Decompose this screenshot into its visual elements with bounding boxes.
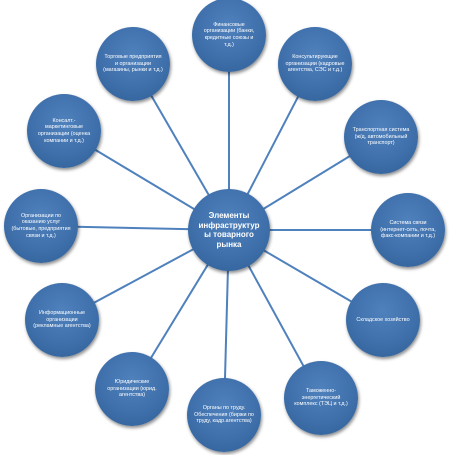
element-label: Таможенно-энергетический комплекс (ТЭЦ и…	[294, 388, 348, 408]
element-node-legal: Юридические организации (юрид. агентства…	[95, 352, 169, 426]
element-label: Информационные организации (рекламные аг…	[33, 310, 91, 330]
element-label: Консалт.-маркетинговые организации (оцен…	[37, 117, 91, 144]
center-node: Элементы инфраструктуры товарного рынка	[188, 189, 270, 271]
element-node-customs-energy: Таможенно-энергетический комплекс (ТЭЦ и…	[284, 361, 358, 435]
element-node-labor: Органы по труду. Обеспечения (биржи по т…	[187, 378, 261, 452]
element-node-warehousing: Складское хозяйство	[346, 283, 420, 357]
element-label: Транспортная система (ж/д, автомобильный…	[352, 127, 410, 147]
element-node-transport: Транспортная система (ж/д, автомобильный…	[344, 100, 418, 174]
element-node-finance: Финансовые организации (банки, кредитные…	[192, 0, 266, 72]
element-node-information: Информационные организации (рекламные аг…	[25, 283, 99, 357]
element-label: Складское хозяйство	[356, 316, 410, 323]
element-node-services: Организации по оказанию услуг (бытовые, …	[4, 189, 78, 263]
element-label: Консультирующие организации (кадровые аг…	[285, 54, 345, 74]
element-label: Юридические организации (юрид. агентства…	[107, 379, 157, 399]
element-label: Торговые предприятия и организации (мага…	[103, 54, 163, 74]
element-label: Финансовые организации (банки, кредитные…	[203, 21, 255, 48]
element-label: Органы по труду. Обеспечения (биржи по т…	[194, 405, 254, 425]
element-label: Организации по оказанию услуг (бытовые, …	[11, 212, 71, 239]
element-node-consulting: Консультирующие организации (кадровые аг…	[278, 27, 352, 101]
element-node-trade: Торговые предприятия и организации (мага…	[96, 27, 170, 101]
element-node-communication: Система связи (интернет-сеть, почта, фак…	[371, 193, 445, 267]
element-label: Система связи (интернет-сеть, почта, фак…	[380, 220, 436, 240]
element-node-consulting-marketing: Консалт.-маркетинговые организации (оцен…	[27, 94, 101, 168]
center-label: Элементы инфраструктуры товарного рынка	[198, 211, 260, 249]
